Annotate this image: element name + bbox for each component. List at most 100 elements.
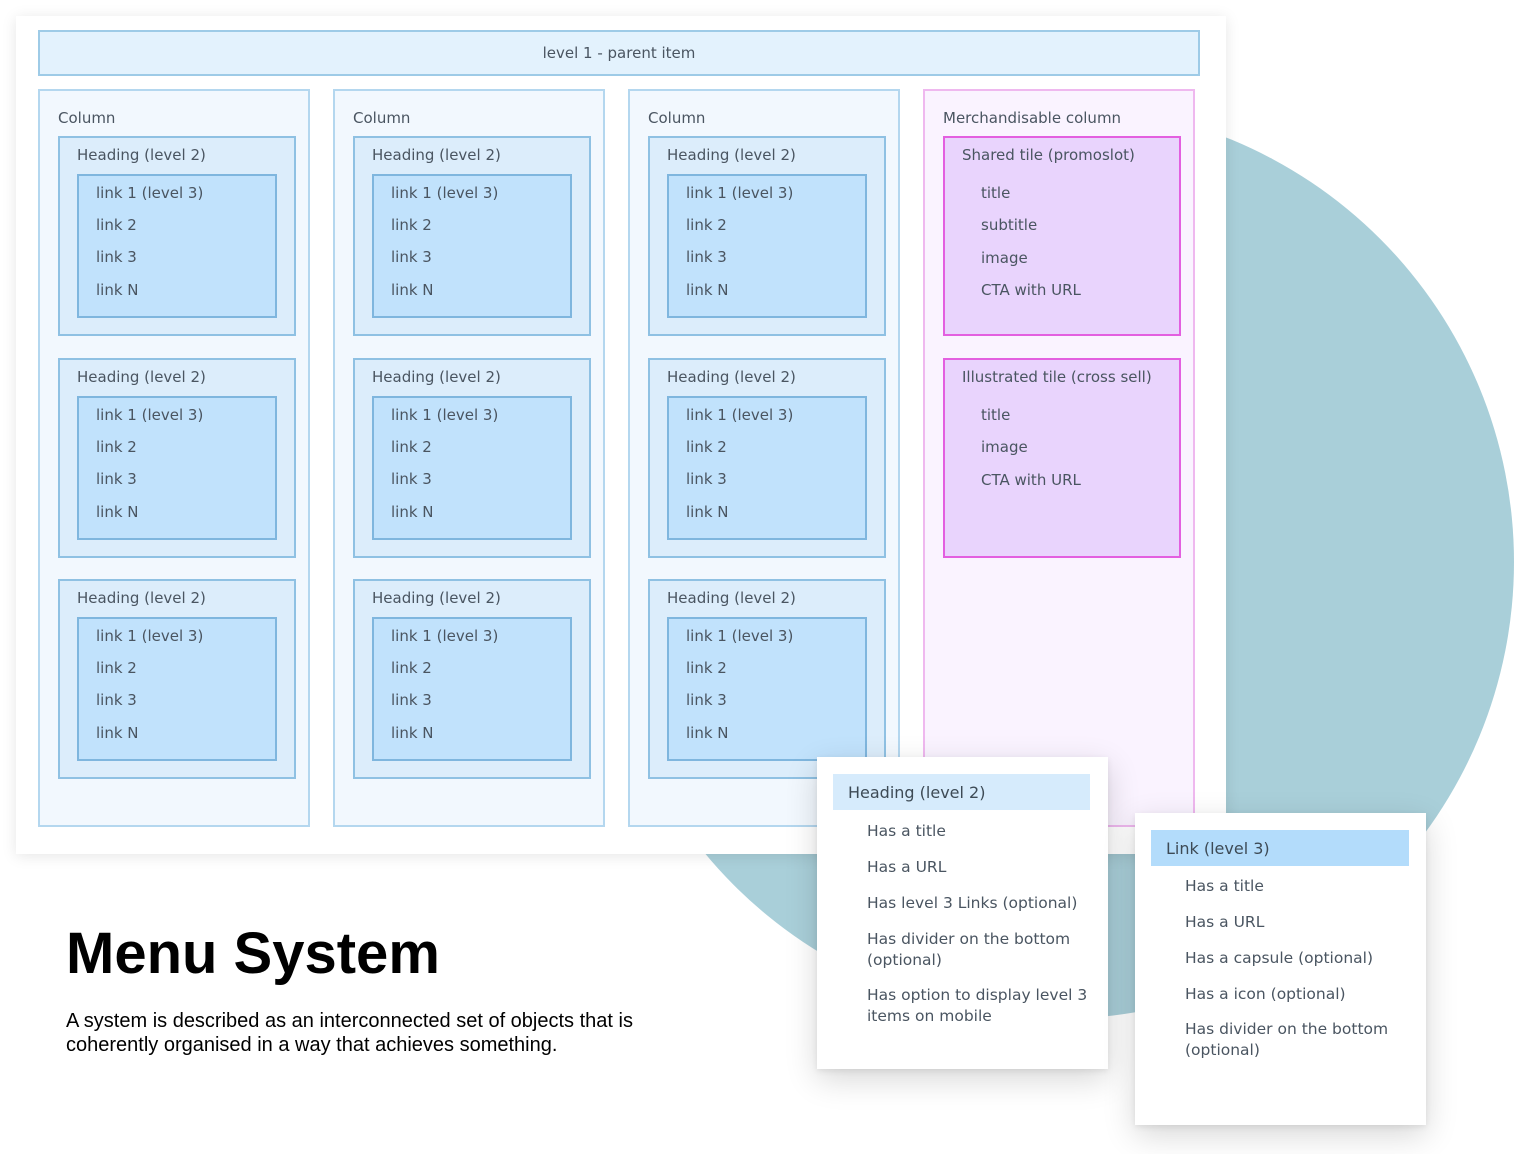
menu-diagram: level 1 - parent item Column Heading (le…: [16, 16, 1226, 854]
link-item: link 3: [96, 470, 137, 488]
menu-column: Column Heading (level 2) link 1 (level 3…: [628, 89, 900, 827]
panel-title: Link (level 3): [1151, 830, 1409, 866]
link-item: link N: [96, 724, 139, 742]
link-item: link N: [96, 503, 139, 521]
panel-item: Has a URL: [1185, 913, 1265, 931]
panel-item: Has level 3 Links (optional): [867, 894, 1078, 912]
link-item: link N: [686, 503, 729, 521]
column-label: Column: [58, 109, 116, 127]
link-item: link 3: [391, 470, 432, 488]
link-item: link 3: [96, 691, 137, 709]
merchandisable-column: Merchandisable column Shared tile (promo…: [923, 89, 1195, 827]
link-item: link 1 (level 3): [96, 627, 204, 645]
panel-item: Has a icon (optional): [1185, 985, 1346, 1003]
column-label: Merchandisable column: [943, 109, 1122, 127]
heading-label: Heading (level 2): [77, 589, 206, 607]
heading-label: Heading (level 2): [372, 368, 501, 386]
link-item: link N: [96, 281, 139, 299]
tile-item: title: [981, 406, 1011, 424]
link-item: link 1 (level 3): [686, 627, 794, 645]
link-item: link 1 (level 3): [391, 184, 499, 202]
link-item: link 3: [96, 248, 137, 266]
link-spec-panel: Link (level 3) Has a title Has a URL Has…: [1135, 813, 1426, 1125]
heading-label: Heading (level 2): [667, 368, 796, 386]
illustrated-tile: Illustrated tile (cross sell) title imag…: [943, 358, 1181, 558]
link-item: link 3: [686, 691, 727, 709]
link-item: link N: [391, 503, 434, 521]
tile-item: CTA with URL: [981, 281, 1081, 299]
heading-spec-panel: Heading (level 2) Has a title Has a URL …: [817, 757, 1108, 1069]
parent-item-bar: level 1 - parent item: [38, 30, 1200, 76]
heading-group: Heading (level 2) link 1 (level 3) link …: [648, 579, 886, 779]
panel-item: Has divider on the bottom (optional): [1185, 1020, 1389, 1059]
link-item: link N: [686, 281, 729, 299]
heading-label: Heading (level 2): [77, 146, 206, 164]
panel-item: Has option to display level 3 items on m…: [867, 986, 1088, 1025]
link-item: link 3: [391, 691, 432, 709]
panel-item: Has a title: [1185, 877, 1264, 895]
link-item: link 2: [686, 216, 727, 234]
link-item: link N: [686, 724, 729, 742]
links-box: link 1 (level 3) link 2 link 3 link N: [372, 396, 572, 540]
heading-label: Heading (level 2): [372, 589, 501, 607]
link-item: link 2: [96, 216, 137, 234]
menu-column: Column Heading (level 2) link 1 (level 3…: [38, 89, 310, 827]
link-item: link 2: [391, 216, 432, 234]
heading-group: Heading (level 2) link 1 (level 3) link …: [58, 579, 296, 779]
link-item: link 2: [96, 438, 137, 456]
links-box: link 1 (level 3) link 2 link 3 link N: [667, 617, 867, 761]
page-title: Menu System: [66, 921, 440, 986]
heading-group: Heading (level 2) link 1 (level 3) link …: [58, 136, 296, 336]
tile-item: CTA with URL: [981, 471, 1081, 489]
tile-label: Illustrated tile (cross sell): [962, 368, 1152, 386]
column-label: Column: [648, 109, 706, 127]
heading-group: Heading (level 2) link 1 (level 3) link …: [353, 358, 591, 558]
link-item: link N: [391, 724, 434, 742]
heading-group: Heading (level 2) link 1 (level 3) link …: [353, 579, 591, 779]
page-description: A system is described as an interconnect…: [66, 1010, 633, 1056]
heading-group: Heading (level 2) link 1 (level 3) link …: [648, 358, 886, 558]
panel-item: Has divider on the bottom (optional): [867, 930, 1071, 969]
link-item: link 1 (level 3): [96, 406, 204, 424]
tile-item: image: [981, 438, 1028, 456]
tile-item: image: [981, 249, 1028, 267]
link-item: link 1 (level 3): [391, 406, 499, 424]
links-box: link 1 (level 3) link 2 link 3 link N: [77, 174, 277, 318]
links-box: link 1 (level 3) link 2 link 3 link N: [77, 617, 277, 761]
heading-label: Heading (level 2): [667, 589, 796, 607]
panel-item: Has a capsule (optional): [1185, 949, 1374, 967]
heading-group: Heading (level 2) link 1 (level 3) link …: [648, 136, 886, 336]
tile-label: Shared tile (promoslot): [962, 146, 1135, 164]
link-item: link 1 (level 3): [686, 406, 794, 424]
panel-title: Heading (level 2): [833, 774, 1090, 810]
link-item: link 2: [391, 659, 432, 677]
link-item: link 1 (level 3): [391, 627, 499, 645]
link-item: link 2: [391, 438, 432, 456]
heading-group: Heading (level 2) link 1 (level 3) link …: [353, 136, 591, 336]
link-item: link 3: [686, 470, 727, 488]
tile-item: subtitle: [981, 216, 1038, 234]
links-box: link 1 (level 3) link 2 link 3 link N: [77, 396, 277, 540]
panel-item: Has a title: [867, 822, 946, 840]
menu-column: Column Heading (level 2) link 1 (level 3…: [333, 89, 605, 827]
shared-tile: Shared tile (promoslot) title subtitle i…: [943, 136, 1181, 336]
panel-item: Has a URL: [867, 858, 947, 876]
link-item: link 1 (level 3): [686, 184, 794, 202]
link-item: link N: [391, 281, 434, 299]
link-item: link 2: [686, 659, 727, 677]
link-item: link 2: [96, 659, 137, 677]
link-item: link 3: [686, 248, 727, 266]
links-box: link 1 (level 3) link 2 link 3 link N: [372, 617, 572, 761]
heading-group: Heading (level 2) link 1 (level 3) link …: [58, 358, 296, 558]
link-item: link 2: [686, 438, 727, 456]
heading-label: Heading (level 2): [372, 146, 501, 164]
tile-item: title: [981, 184, 1011, 202]
link-item: link 1 (level 3): [96, 184, 204, 202]
links-box: link 1 (level 3) link 2 link 3 link N: [667, 396, 867, 540]
heading-label: Heading (level 2): [77, 368, 206, 386]
links-box: link 1 (level 3) link 2 link 3 link N: [372, 174, 572, 318]
link-item: link 3: [391, 248, 432, 266]
heading-label: Heading (level 2): [667, 146, 796, 164]
column-label: Column: [353, 109, 411, 127]
links-box: link 1 (level 3) link 2 link 3 link N: [667, 174, 867, 318]
